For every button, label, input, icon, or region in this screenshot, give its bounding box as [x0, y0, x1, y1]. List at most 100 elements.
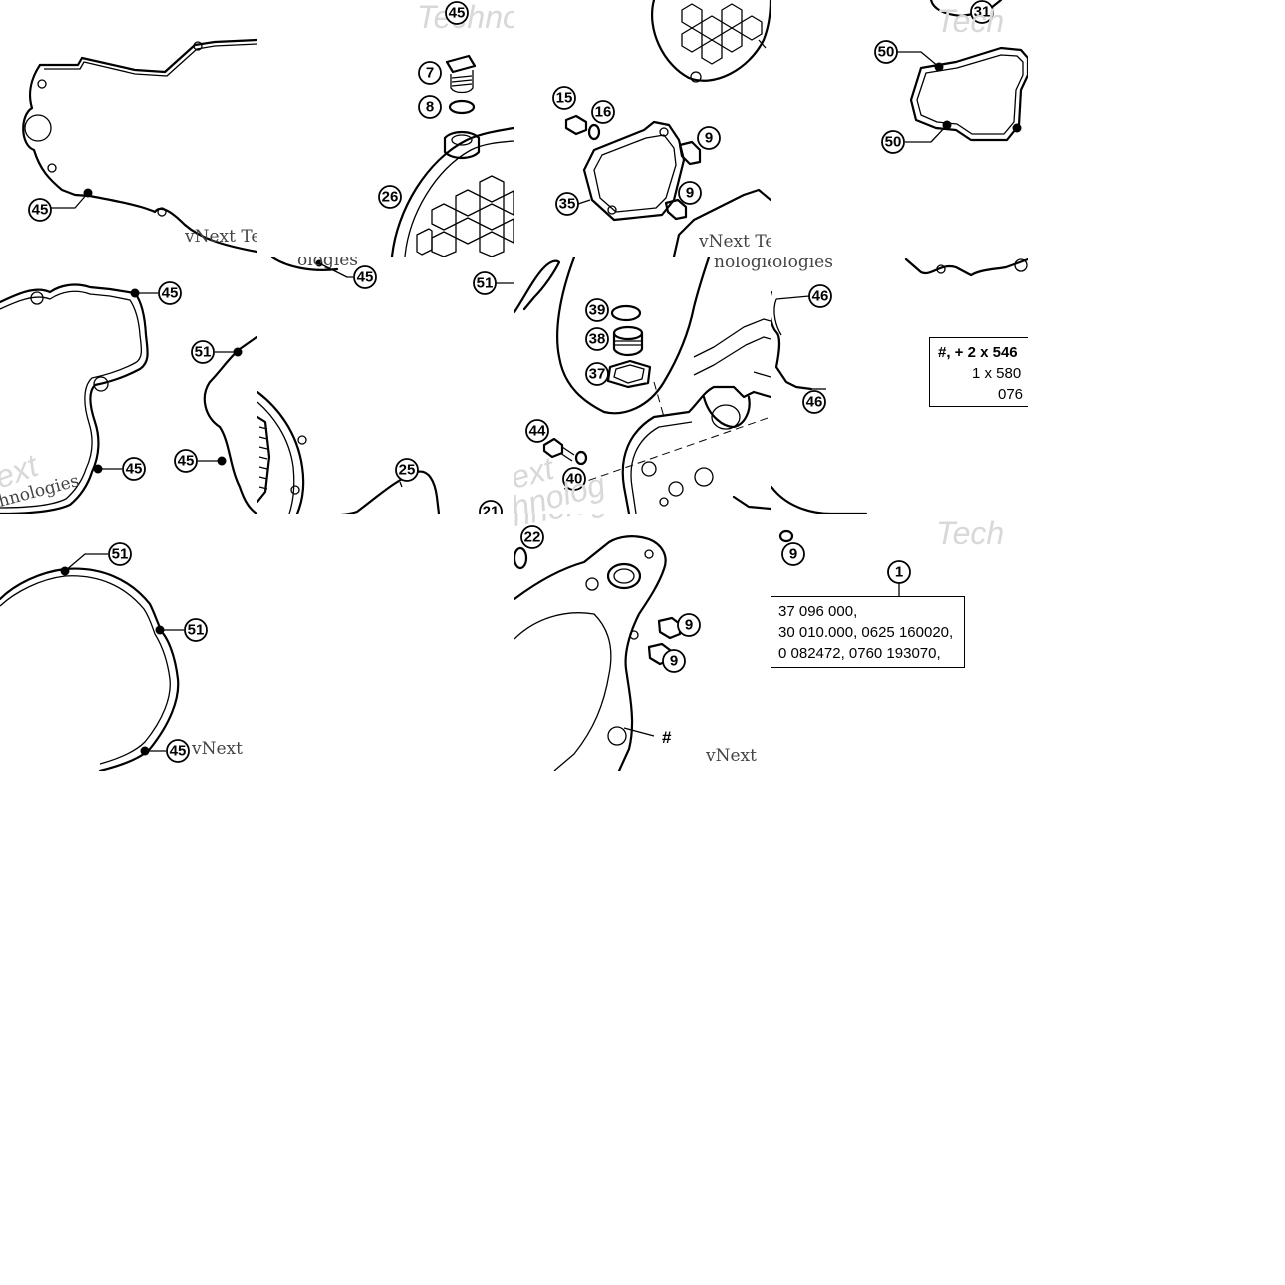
watermark-text: ologies: [297, 257, 358, 270]
callout-21-bottom: 21: [479, 500, 503, 515]
callout-7: 7: [418, 61, 442, 85]
svg-text:37: 37: [589, 366, 606, 383]
svg-text:9: 9: [670, 653, 678, 670]
callout-40: 40: [562, 467, 586, 491]
svg-text:26: 26: [382, 189, 399, 206]
tile-cover-plug: Technologies 45 7 8: [257, 0, 514, 257]
washer-16-part: [587, 123, 601, 141]
washer-40-part: [574, 450, 588, 466]
watermark-text: vNext: [191, 739, 243, 759]
svg-text:45: 45: [162, 285, 179, 302]
svg-text:31: 31: [974, 4, 991, 21]
part-1-drawing: 9 1 Tech: [778, 515, 1004, 596]
callout-44: 44: [525, 419, 549, 443]
cover-26-drawing: Technologies 45 7 8: [378, 0, 514, 257]
svg-text:45: 45: [449, 5, 466, 22]
bearing-38-part: [612, 325, 644, 357]
note-line-1: 37 096 000,: [778, 603, 858, 620]
note-line-1: #, + 2 x 546: [938, 344, 1018, 361]
callout-22: 22: [520, 525, 544, 549]
dowel-9-part: [657, 616, 682, 640]
svg-text:51: 51: [195, 344, 212, 361]
hash-mark-label: #: [662, 728, 672, 747]
svg-text:9: 9: [685, 617, 693, 634]
callout-9-second: 9: [662, 649, 686, 673]
o-ring-39-part: [610, 304, 642, 322]
callout-25: 25: [395, 458, 419, 482]
tile-gasket-middle-left: 45 45 51 45 ext hnologies: [0, 257, 257, 514]
callout-45: 45: [158, 281, 182, 305]
watermark-large: Tech: [936, 515, 1004, 551]
svg-text:7: 7: [426, 65, 434, 82]
clutch-cover-drawing: ologies 45 51: [257, 257, 514, 514]
tile-water-pump-cover: 15 16 9 9 35: [514, 0, 771, 257]
callout-9-second: 9: [678, 181, 702, 205]
tile-ignition-cover: 22 9 9 # vNext hnolog: [514, 514, 771, 771]
svg-text:44: 44: [529, 423, 546, 440]
callout-31: 31: [970, 0, 994, 24]
callout-50: 50: [874, 40, 898, 64]
svg-text:15: 15: [556, 90, 573, 107]
callout-8: 8: [418, 95, 442, 119]
callout-16: 16: [591, 100, 615, 124]
watermark-large: Tech: [936, 3, 1004, 39]
watermark-large: hnolog: [514, 514, 610, 533]
tile-clutch-cover: ologies 45 51: [257, 257, 514, 514]
callout-51: 51: [191, 340, 215, 364]
tile-gasket-upper-left: 45 vNext Tec: [0, 0, 257, 257]
callout-45-second: 45: [122, 457, 146, 481]
svg-text:45: 45: [178, 453, 195, 470]
svg-text:46: 46: [812, 288, 829, 305]
ignition-cover-drawing: 22 9 9 # vNext hnolog: [514, 514, 757, 771]
svg-text:40: 40: [566, 471, 583, 488]
svg-text:22: 22: [524, 529, 541, 546]
callout-51-right: 51: [473, 271, 497, 295]
svg-text:9: 9: [686, 185, 694, 202]
callout-37: 37: [585, 362, 609, 386]
pump-cover-35-drawing: 15 16 9 9 35: [552, 0, 771, 257]
gasket-50-drawing: 31 Tech 50 50: [874, 0, 1028, 154]
callout-46-second: 46: [802, 390, 826, 414]
note-line-2: 30 010.000, 0625 160020,: [778, 624, 954, 641]
svg-text:9: 9: [789, 546, 797, 563]
svg-text:51: 51: [112, 546, 129, 563]
crankcase-drawing: 39 38 37 44 40: [514, 257, 771, 514]
callout-46: 46: [808, 284, 832, 308]
tile-crankcase-parts: 39 38 37 44 40: [514, 257, 771, 514]
svg-text:21: 21: [483, 504, 500, 515]
callout-9: 9: [781, 542, 805, 566]
callout-35: 35: [555, 192, 579, 216]
gasket-45-top-drawing: 45 vNext Tec: [22, 38, 257, 254]
callout-1: 1: [887, 560, 911, 584]
callout-50-second: 50: [881, 130, 905, 154]
callout-45-top: 45: [445, 1, 469, 25]
svg-text:45: 45: [126, 461, 143, 478]
callout-45: 45: [353, 265, 377, 289]
callout-15: 15: [552, 86, 576, 110]
callout-51-second: 51: [184, 618, 208, 642]
tile-gasket-46-note: 46 46 nologies #, + 2 x 546 1 x 580 076: [771, 257, 1028, 514]
gasket-45-middle-drawing: 45 45 51 45 ext hnologies: [0, 281, 257, 514]
svg-text:35: 35: [559, 196, 576, 213]
callout-45: 45: [28, 198, 52, 222]
o-ring-8-part: [448, 99, 476, 115]
callout-51: 51: [108, 542, 132, 566]
svg-text:45: 45: [32, 202, 49, 219]
honeycomb-grille: [416, 175, 514, 257]
tile-gasket-51: 51 51 45 vNext: [0, 514, 257, 771]
watermark-text: nologies: [714, 257, 771, 272]
watermark-text: nologies: [771, 257, 833, 272]
svg-text:51: 51: [188, 622, 205, 639]
callout-26: 26: [378, 185, 402, 209]
note-box-top: #, + 2 x 546 1 x 580 076: [929, 337, 1028, 407]
svg-text:16: 16: [595, 104, 612, 121]
svg-text:1: 1: [895, 564, 903, 581]
callout-45: 45: [166, 739, 190, 763]
pump-cover-35-part: [582, 120, 686, 222]
svg-text:46: 46: [806, 394, 823, 411]
svg-text:45: 45: [357, 269, 374, 286]
tile-blank: [257, 514, 514, 771]
note-box-bottom: 37 096 000, 30 010.000, 0625 160020, 0 0…: [771, 596, 965, 668]
watermark-text: vNext Tec: [698, 232, 771, 252]
